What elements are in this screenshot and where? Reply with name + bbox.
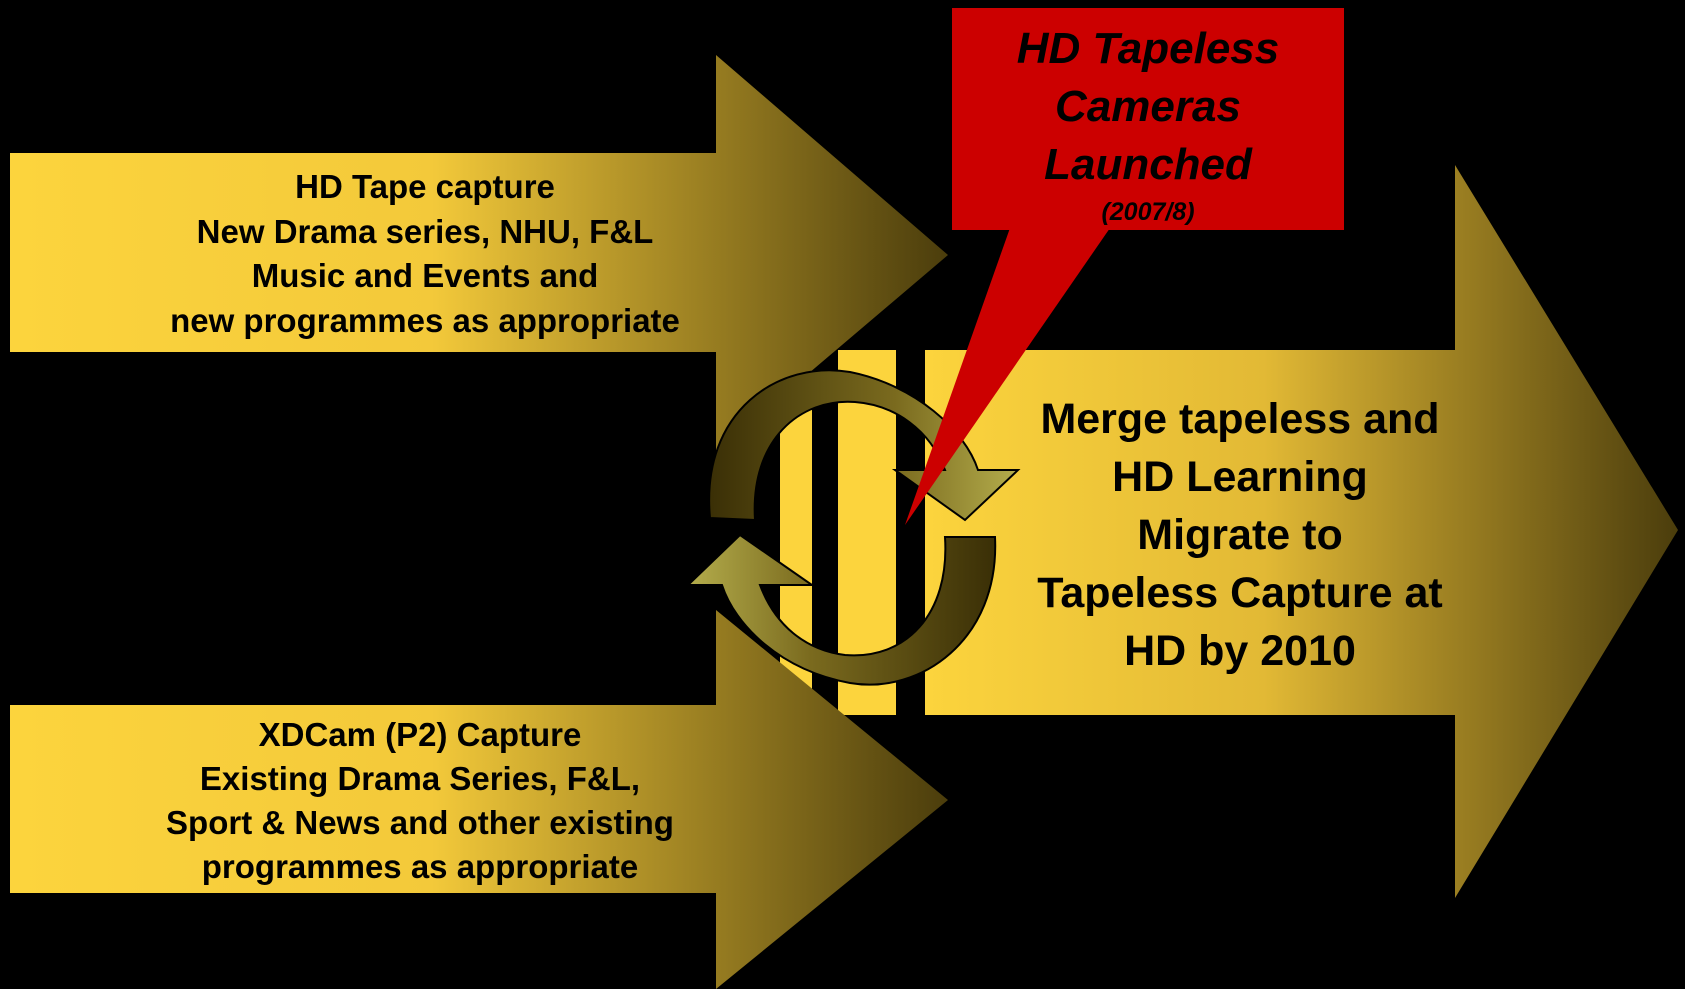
top-arrow-line: New Drama series, NHU, F&L: [196, 212, 654, 250]
cycle-arrows-icon: [685, 369, 1021, 686]
bottom-arrow-line: programmes as appropriate: [201, 848, 639, 885]
bottom-arrow-shape: [10, 610, 948, 989]
bottom-arrow-line: XDCam (P2) Capture: [258, 716, 582, 753]
callout-line: HD Tapeless: [1016, 24, 1280, 73]
right-arrow-label: Merge tapeless and HD Learning Migrate t…: [1000, 390, 1480, 680]
top-arrow-shape: [10, 55, 948, 452]
callout-bubble: [905, 8, 1344, 525]
top-arrow-line: new programmes as appropriate: [170, 301, 680, 339]
bottom-arrow-line: Existing Drama Series, F&L,: [199, 760, 641, 797]
top-arrow-label: HD Tape capture New Drama series, NHU, F…: [130, 165, 720, 343]
bottom-arrow-line: Sport & News and other existing: [166, 804, 674, 841]
right-arrow-line: HD by 2010: [1124, 627, 1356, 675]
right-arrow-line: Migrate to: [1137, 511, 1343, 559]
top-arrow-line: Music and Events and: [251, 257, 599, 294]
callout-line: Launched: [1044, 140, 1252, 189]
right-arrow-shape: [925, 165, 1678, 898]
callout-label: HD Tapeless Cameras Launched (2007/8): [952, 20, 1344, 230]
right-arrow-line: HD Learning: [1112, 453, 1368, 501]
right-arrow-line: Merge tapeless and: [1040, 395, 1440, 443]
bottom-arrow-label: XDCam (P2) Capture Existing Drama Series…: [125, 713, 715, 889]
top-arrow-line: HD Tape capture: [295, 168, 555, 205]
callout-year: (2007/8): [1101, 198, 1195, 226]
callout-line: Cameras: [1055, 82, 1241, 131]
right-arrow-line: Tapeless Capture at: [1037, 569, 1443, 617]
